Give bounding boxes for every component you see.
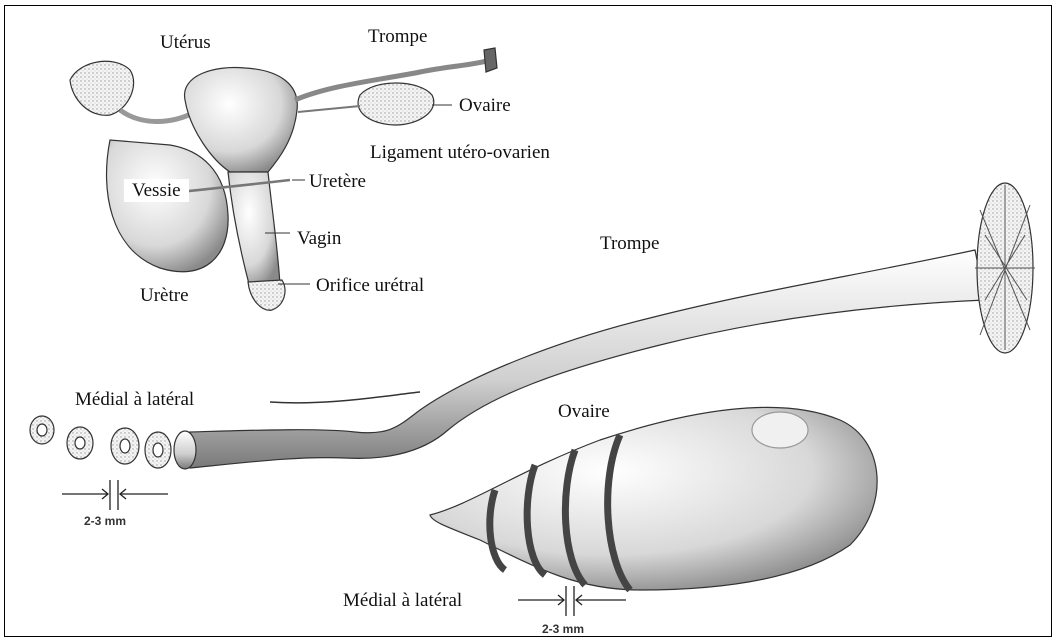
ligament-line — [298, 106, 360, 112]
fimbriae-shape — [975, 183, 1035, 353]
tube-segments — [30, 416, 196, 469]
label-trompe-large: Trompe — [600, 234, 659, 253]
label-medial-lateral-top: Médial à latéral — [75, 390, 194, 409]
label-uretere: Uretère — [309, 172, 366, 191]
ovary-small-shape — [358, 83, 434, 125]
label-uterus: Utérus — [160, 33, 211, 52]
orifice-shape — [248, 280, 285, 310]
right-fimbria-shape — [484, 48, 497, 72]
tube-body-shape — [190, 250, 985, 468]
label-vessie: Vessie — [124, 179, 189, 202]
label-medial-lateral-bottom: Médial à latéral — [343, 591, 462, 610]
medial-pointer-line — [270, 392, 420, 403]
label-mm-top: 2-3 mm — [84, 514, 126, 528]
left-fimbria-shape — [70, 61, 134, 115]
vagina-shape — [228, 172, 280, 288]
label-vagin: Vagin — [297, 229, 341, 248]
large-ovary-drawing — [430, 407, 877, 590]
label-ovaire-top: Ovaire — [459, 96, 511, 115]
label-ovaire-large: Ovaire — [558, 402, 610, 421]
uterus-shape — [185, 67, 298, 172]
label-uretre: Urètre — [140, 286, 189, 305]
dimension-marker-bottom — [518, 586, 626, 616]
leader-lines — [265, 105, 452, 284]
label-ligament: Ligament utéro-ovarien — [370, 143, 550, 162]
label-mm-bottom: 2-3 mm — [542, 622, 584, 636]
left-tube-shape — [120, 110, 195, 122]
label-trompe-top: Trompe — [368, 27, 427, 46]
dimension-marker-top — [62, 480, 168, 510]
bladder-shape — [107, 140, 229, 272]
label-orifice: Orifice urétral — [316, 276, 424, 295]
